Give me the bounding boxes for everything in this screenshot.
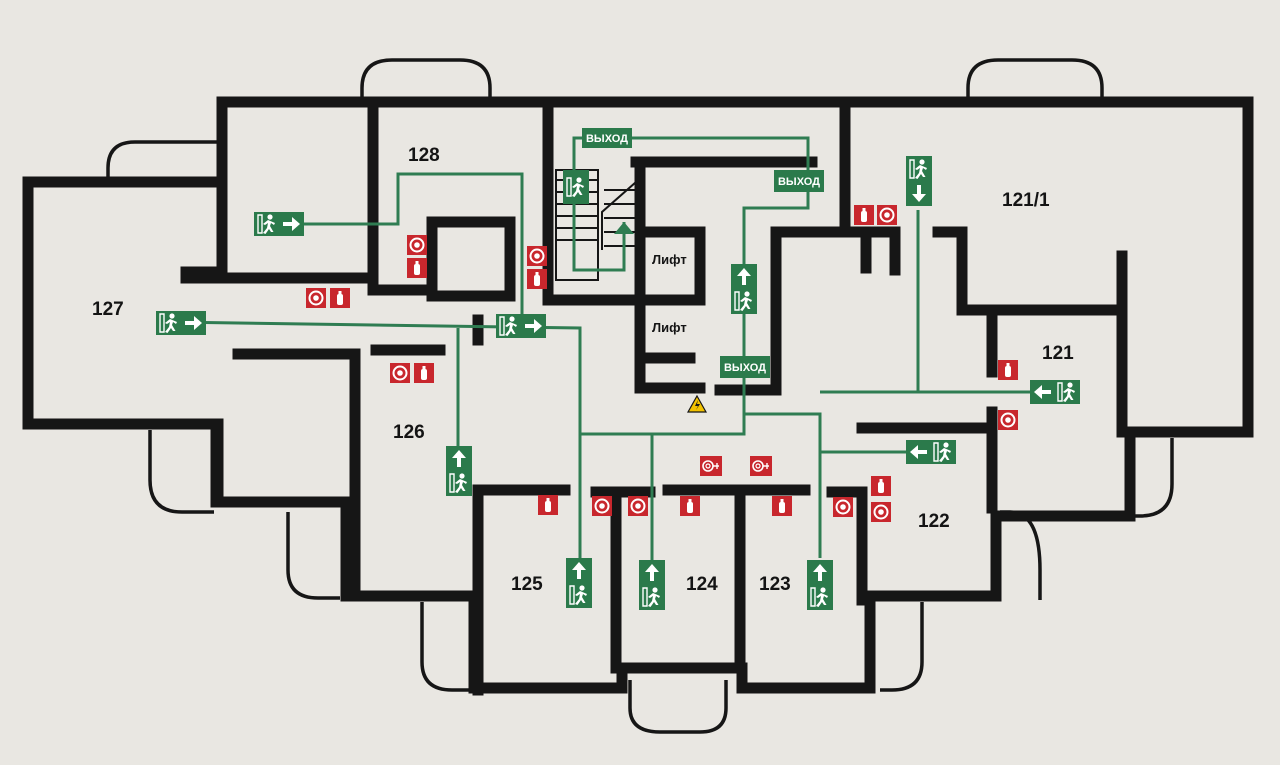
exit-sign-label: ВЫХОД bbox=[724, 362, 766, 374]
room-label-124: 124 bbox=[686, 574, 718, 595]
running-person-arrow-icon bbox=[731, 264, 757, 314]
room-label-122: 122 bbox=[918, 511, 950, 532]
lift-label: Лифт bbox=[652, 252, 687, 267]
fire-extinguisher-icon bbox=[871, 476, 891, 496]
evacuation-routes bbox=[169, 136, 1034, 562]
room-label-121-1: 121/1 bbox=[1002, 190, 1050, 211]
electrical-hazard-icon bbox=[686, 394, 708, 413]
fire-alarm-icon bbox=[527, 246, 547, 266]
fire-hose-icon bbox=[750, 456, 772, 476]
fire-alarm-icon bbox=[592, 496, 612, 516]
exit-sign-label: ВЫХОД bbox=[778, 176, 820, 188]
exit-sign: ВЫХОД bbox=[720, 356, 770, 378]
running-person-arrow-icon bbox=[566, 558, 592, 608]
stair-arrow-icon bbox=[614, 222, 634, 234]
running-person-arrow-icon bbox=[563, 170, 589, 204]
fire-alarm-icon bbox=[306, 288, 326, 308]
exit-sign-label: ВЫХОД bbox=[586, 133, 628, 145]
running-person-arrow-icon bbox=[446, 446, 472, 496]
lift-label: Лифт bbox=[652, 320, 687, 335]
fire-hose-icon bbox=[700, 456, 722, 476]
bay-windows bbox=[106, 58, 1174, 734]
fire-extinguisher-icon bbox=[680, 496, 700, 516]
fire-alarm-icon bbox=[877, 205, 897, 225]
interior-walls bbox=[180, 96, 1128, 696]
fire-extinguisher-icon bbox=[414, 363, 434, 383]
fire-extinguisher-icon bbox=[330, 288, 350, 308]
fire-alarm-icon bbox=[833, 497, 853, 517]
fire-extinguisher-icon bbox=[407, 258, 427, 278]
fire-alarm-icon bbox=[407, 235, 427, 255]
fire-extinguisher-icon bbox=[854, 205, 874, 225]
running-person-arrow-icon bbox=[254, 212, 304, 236]
room-label-121: 121 bbox=[1042, 343, 1074, 364]
room-label-128: 128 bbox=[408, 145, 440, 166]
running-person-arrow-icon bbox=[906, 156, 932, 206]
room-labels: 128 127 126 125 124 123 122 121 121/1 Ли… bbox=[92, 145, 1074, 595]
evacuation-signs: ВЫХОД ВЫХОД ВЫХОД bbox=[156, 128, 1080, 610]
running-person-arrow-icon bbox=[156, 311, 206, 335]
room-label-123: 123 bbox=[759, 574, 791, 595]
room-label-127: 127 bbox=[92, 299, 124, 320]
outer-walls bbox=[22, 96, 1254, 694]
fire-alarm-icon bbox=[390, 363, 410, 383]
running-person-arrow-icon bbox=[639, 560, 665, 610]
running-person-arrow-icon bbox=[496, 314, 546, 338]
fire-alarm-icon bbox=[998, 410, 1018, 430]
running-person-arrow-icon bbox=[1030, 380, 1080, 404]
fire-extinguisher-icon bbox=[998, 360, 1018, 380]
fire-extinguisher-icon bbox=[772, 496, 792, 516]
fire-extinguisher-icon bbox=[527, 269, 547, 289]
room-label-126: 126 bbox=[393, 422, 425, 443]
fire-alarm-icon bbox=[871, 502, 891, 522]
running-person-arrow-icon bbox=[906, 440, 956, 464]
fire-alarm-icon bbox=[628, 496, 648, 516]
exit-sign: ВЫХОД bbox=[774, 170, 824, 192]
room-label-125: 125 bbox=[511, 574, 543, 595]
exit-sign: ВЫХОД bbox=[582, 128, 632, 148]
running-person-arrow-icon bbox=[807, 560, 833, 610]
fire-extinguisher-icon bbox=[538, 495, 558, 515]
